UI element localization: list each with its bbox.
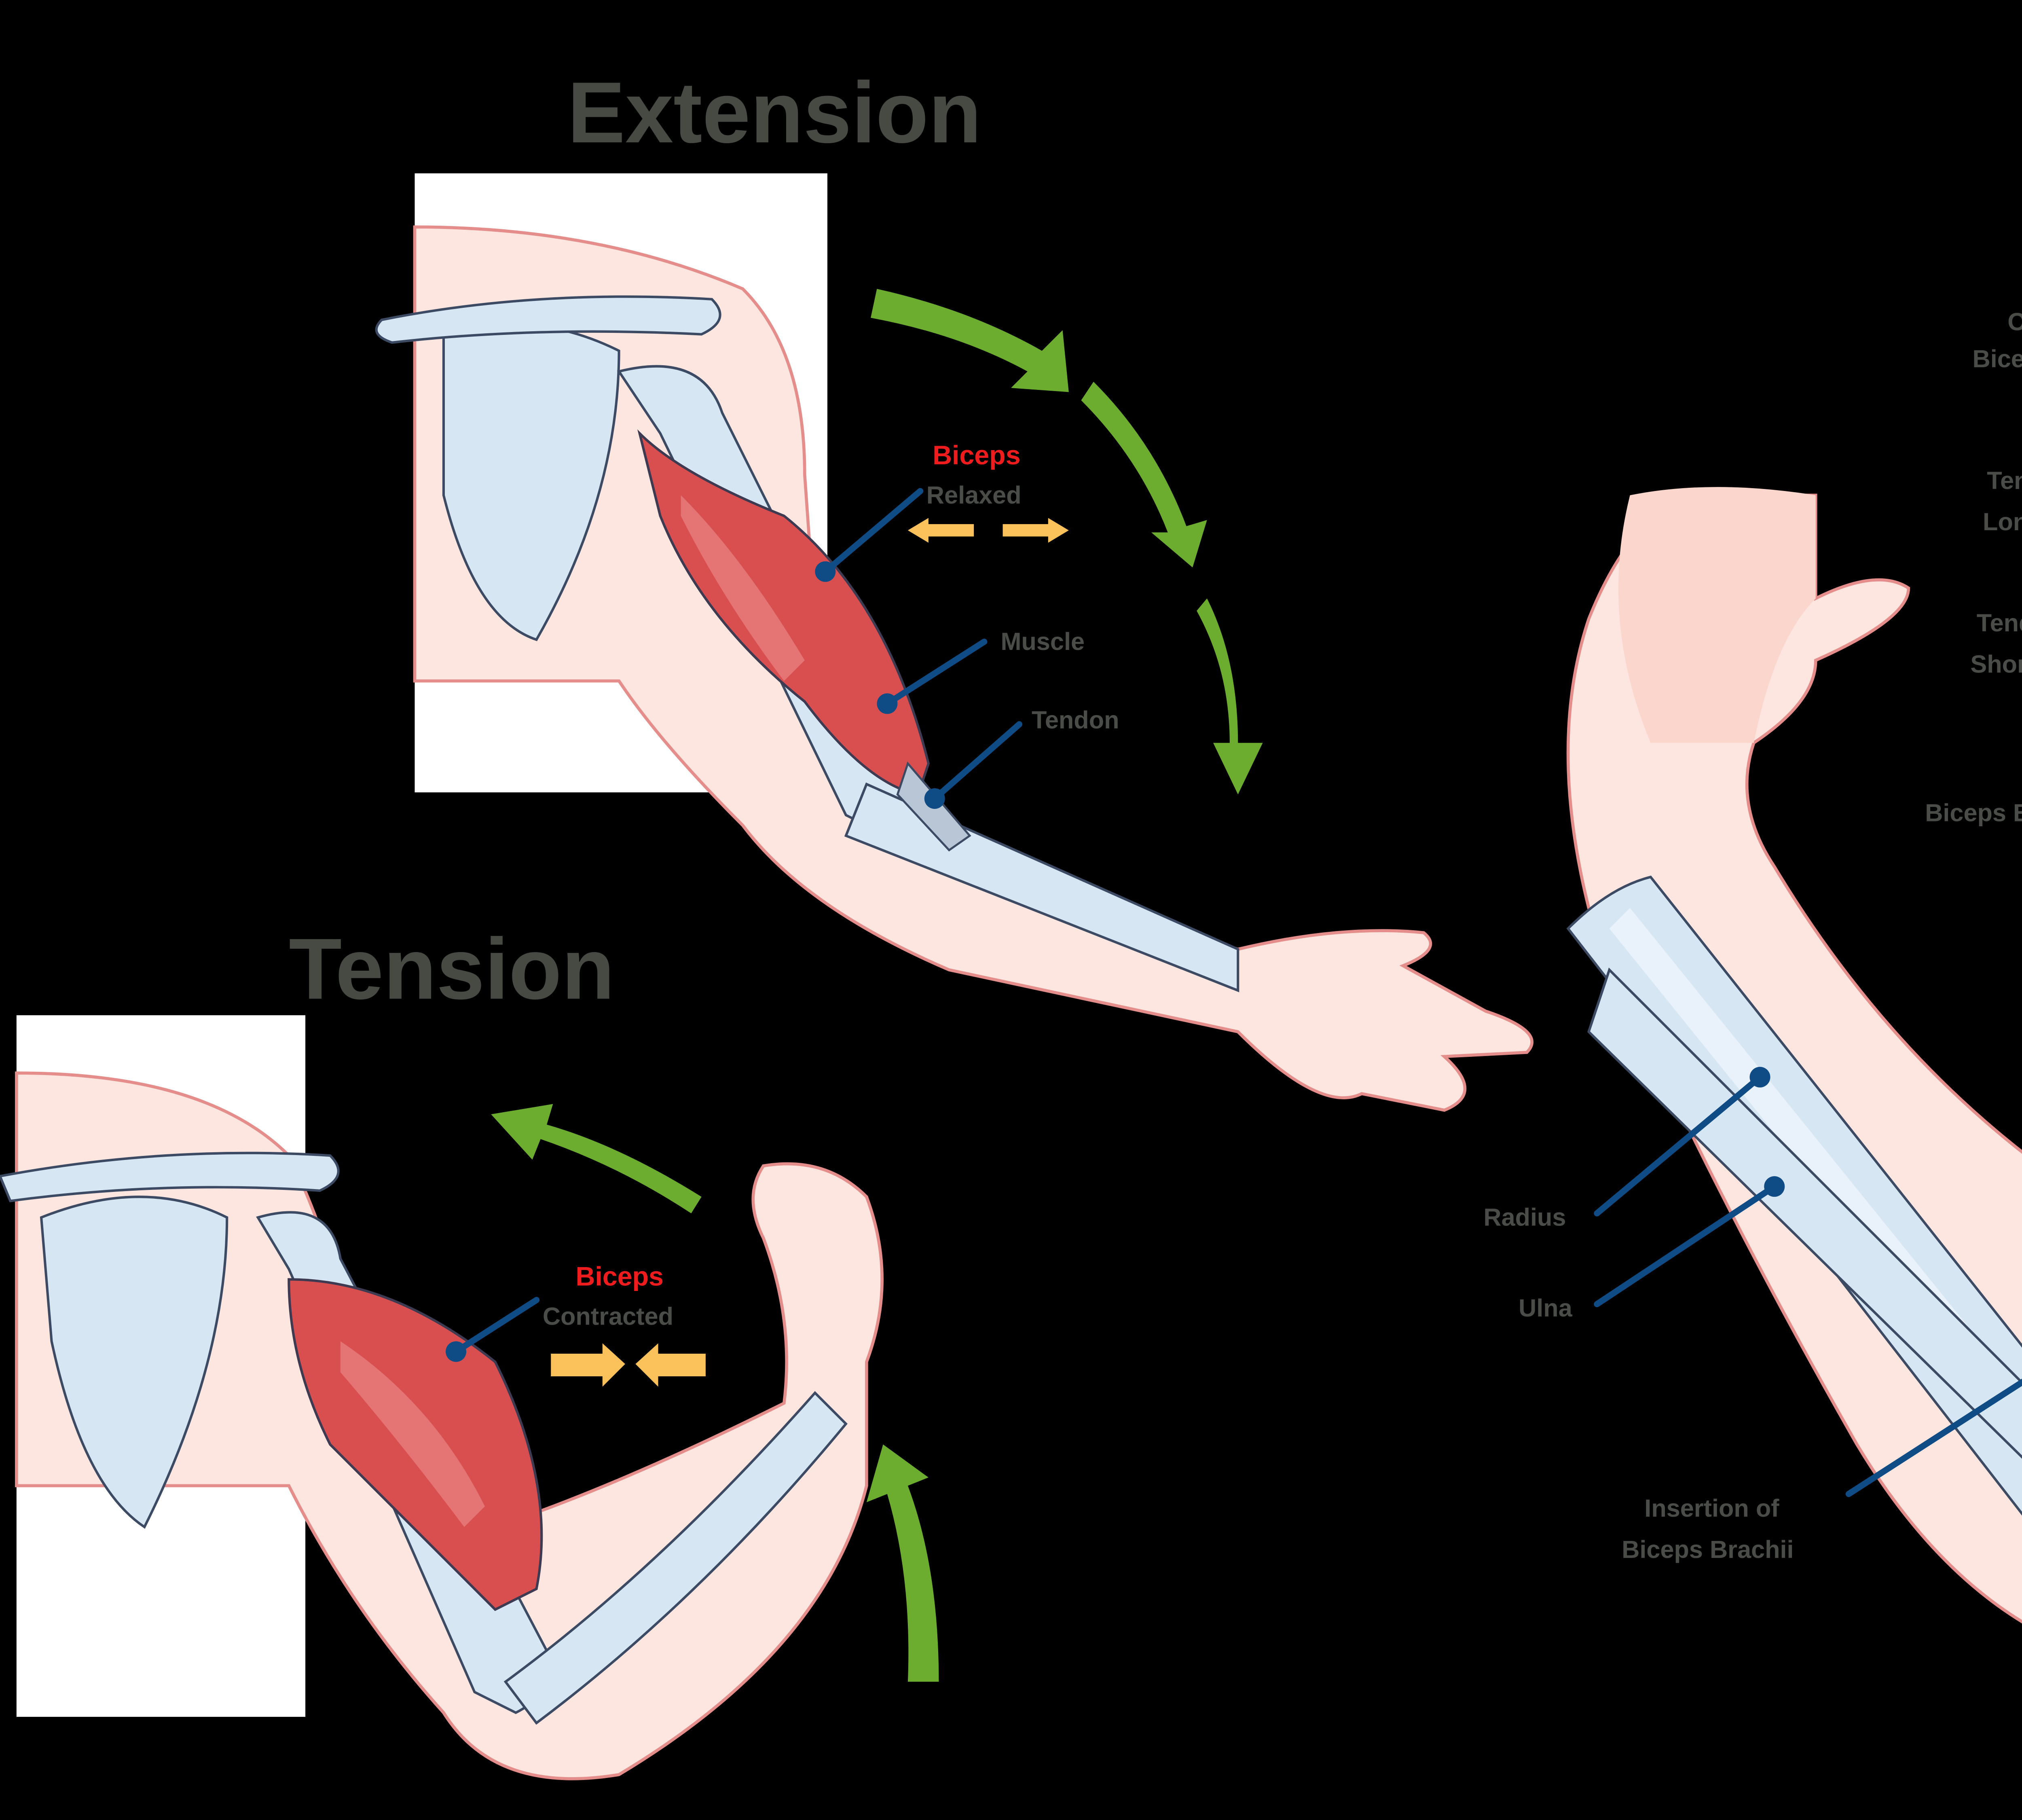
- radius-label: Radius: [1483, 1204, 1566, 1231]
- muscle-label: Muscle: [1000, 628, 1085, 655]
- insertion-label-line2: Biceps Brachii: [1622, 1536, 1794, 1563]
- anatomy-panel: Coracoid Process Origins of Biceps Brach…: [1483, 308, 2022, 1624]
- origins-label-line2: Biceps Brachii: [1973, 345, 2022, 372]
- extension-state-label: Relaxed: [926, 481, 1022, 509]
- fist: [1618, 487, 1816, 743]
- ulna-label: Ulna: [1519, 1294, 1573, 1322]
- curved-arrow-down-icon: [871, 289, 1263, 795]
- contracted-inward-arrows-icon: [551, 1343, 706, 1387]
- short-head-label-line1: Tendon of: [1977, 609, 2022, 637]
- tension-biceps-leader-line: [453, 1297, 540, 1355]
- biceps-brachii-label: Biceps Brachii: [1925, 799, 2022, 827]
- tension-panel: Tension Biceps Contracted: [0, 921, 939, 1780]
- tendon-leader-line: [931, 721, 1023, 802]
- tension-scapula: [40, 1196, 228, 1529]
- curved-arrow-up-icon: [491, 1104, 939, 1682]
- tension-title: Tension: [289, 921, 614, 1017]
- extension-biceps-label: Biceps: [933, 440, 1020, 470]
- extension-clavicle: [375, 295, 721, 344]
- tension-clavicle: [0, 1151, 340, 1202]
- extension-biceps-muscle: [637, 429, 930, 796]
- long-head-label-line2: Long Head: [1983, 508, 2022, 535]
- short-head-label-line2: Short Head: [1970, 650, 2022, 678]
- origins-label-line1: Origins of: [2007, 308, 2022, 335]
- extension-title: Extension: [567, 64, 981, 161]
- relaxed-outward-arrows-icon: [907, 518, 1069, 543]
- tension-biceps-label: Biceps: [575, 1262, 663, 1292]
- biceps-leader-line: [822, 488, 924, 575]
- extension-panel: Extension Biceps Relaxed Muscle: [375, 64, 1534, 1112]
- tension-state-label: Contracted: [543, 1303, 673, 1330]
- tendon-label: Tendon: [1032, 706, 1119, 734]
- muscle-leader-line: [884, 639, 988, 707]
- tension-forearm-bones: [503, 1391, 848, 1725]
- ulna-bone: [1587, 967, 2022, 1459]
- long-head-label-line1: Tendon of: [1987, 467, 2022, 494]
- insertion-label-line1: Insertion of: [1644, 1494, 1779, 1522]
